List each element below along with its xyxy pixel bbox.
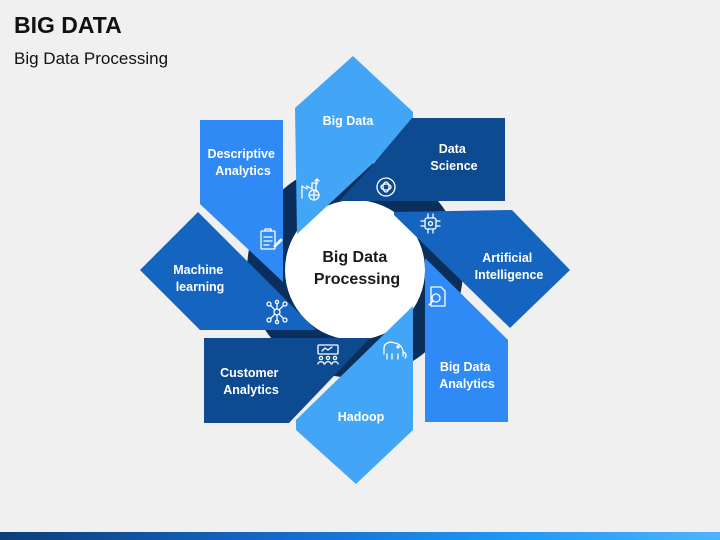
segment-descriptive-analytics-shape — [200, 120, 283, 282]
segment-descriptive-analytics-label: Descriptive Analytics — [208, 147, 279, 178]
bottom-accent-bar — [0, 532, 720, 540]
chip-circuit-icon — [420, 213, 441, 234]
segment-big-data-analytics: Big Data Analytics — [425, 258, 508, 422]
segment-customer-analytics: Customer Analytics — [204, 338, 370, 423]
atom-circle-icon — [376, 177, 396, 197]
network-nodes-icon — [266, 299, 288, 325]
segment-big-data: Big Data — [295, 56, 413, 234]
center-title: Big Data Processing — [314, 249, 400, 288]
center-disc — [285, 200, 425, 340]
segment-data-science: Data Science — [339, 118, 505, 201]
segment-data-science-label: Data Science — [430, 142, 477, 173]
segment-ai-label: Artificial Intelligence — [475, 251, 544, 282]
segment-machine-learning: Machine learning — [140, 212, 316, 330]
segment-big-data-analytics-label: Big Data Analytics — [439, 360, 495, 391]
factory-globe-icon — [301, 178, 320, 201]
segment-hadoop-label: Hadoop — [338, 410, 385, 424]
segment-big-data-analytics-shape — [425, 258, 508, 422]
clipboard-pen-icon — [260, 228, 283, 250]
segment-customer-analytics-label: Customer Analytics — [220, 366, 282, 397]
page-title: BIG DATA — [14, 12, 122, 38]
segment-hadoop: Hadoop — [296, 306, 413, 484]
elephant-icon — [383, 341, 407, 360]
segment-machine-learning-shape — [140, 212, 316, 330]
segment-machine-learning-label: Machine learning — [173, 263, 227, 294]
segment-descriptive-analytics: Descriptive Analytics — [200, 120, 283, 282]
segment-ai-shape — [394, 210, 570, 328]
segment-big-data-shape — [295, 56, 413, 234]
segment-artificial-intelligence: Artificial Intelligence — [394, 210, 570, 328]
document-search-icon — [428, 286, 446, 307]
page-subtitle: Big Data Processing — [14, 49, 169, 68]
people-board-icon — [317, 344, 339, 365]
segment-big-data-label: Big Data — [323, 114, 375, 128]
